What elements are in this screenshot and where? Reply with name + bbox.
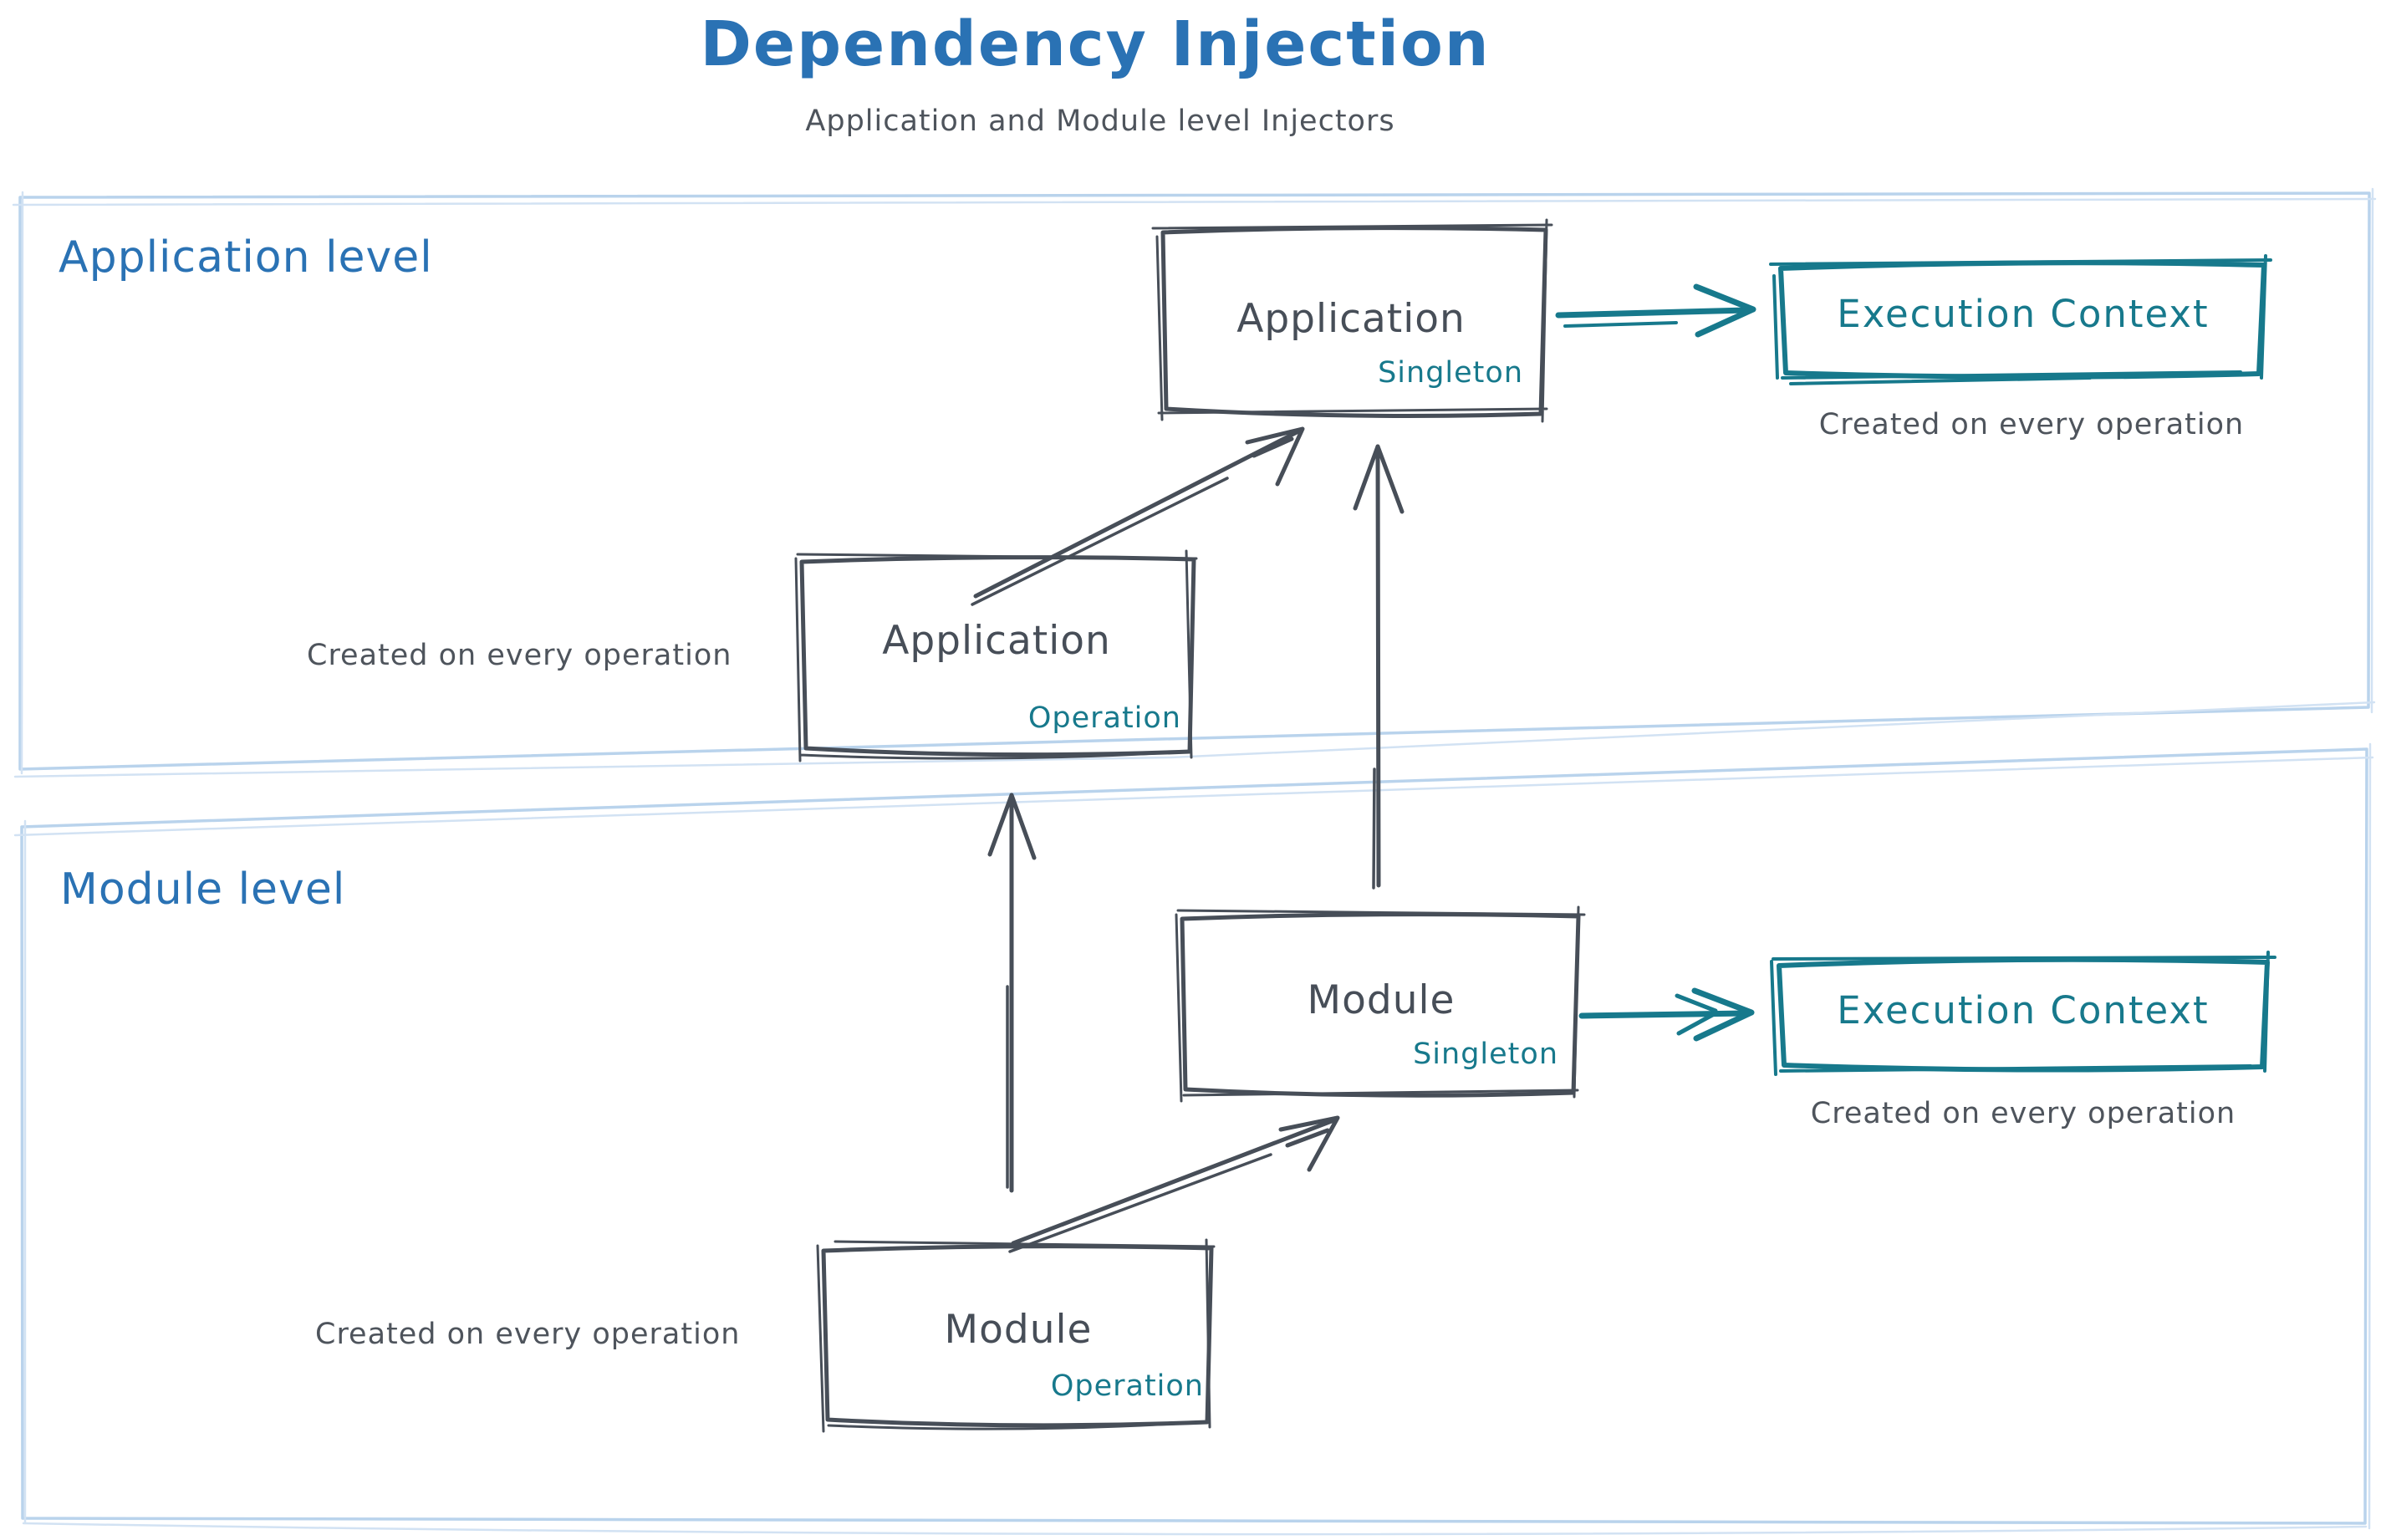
- execution-context-app-box: [1769, 254, 2272, 385]
- arrow-app-operation-to-app-singleton: [971, 426, 1305, 606]
- application-operation-box: [794, 549, 1198, 762]
- module-operation-caption: Created on every operation: [315, 1318, 741, 1351]
- module-level-container: [13, 742, 2374, 1536]
- execution-context-module-box: [1770, 951, 2276, 1076]
- application-operation-title: Application: [882, 618, 1111, 664]
- page-title: Dependency Injection: [700, 8, 1491, 80]
- application-singleton-badge: Singleton: [1378, 356, 1523, 390]
- arrow-module-singleton-to-app-singleton: [1353, 444, 1405, 890]
- application-singleton-title: Application: [1236, 296, 1466, 342]
- execution-context-module-caption: Created on every operation: [1810, 1097, 2236, 1130]
- module-operation-badge: Operation: [1050, 1369, 1204, 1403]
- arrow-module-operation-to-app-operation: [987, 793, 1037, 1193]
- arrow-module-operation-to-module-singleton: [1008, 1115, 1340, 1253]
- application-singleton-box: [1151, 218, 1553, 423]
- arrow-module-singleton-to-execution-context: [1578, 987, 1755, 1042]
- execution-context-module-title: Execution Context: [1837, 988, 2210, 1033]
- module-singleton-badge: Singleton: [1413, 1038, 1558, 1071]
- module-level-label: Module level: [60, 864, 346, 915]
- application-operation-caption: Created on every operation: [307, 639, 732, 672]
- application-level-label: Application level: [59, 232, 433, 283]
- arrow-app-singleton-to-execution-context: [1555, 283, 1756, 338]
- module-operation-box: [816, 1238, 1216, 1433]
- execution-context-app-title: Execution Context: [1837, 292, 2210, 336]
- module-singleton-title: Module: [1307, 977, 1456, 1023]
- module-operation-title: Module: [944, 1307, 1093, 1353]
- application-operation-badge: Operation: [1027, 701, 1181, 735]
- execution-context-app-caption: Created on every operation: [1818, 408, 2245, 441]
- page-subtitle: Application and Module level Injectors: [805, 105, 1395, 138]
- application-level-container: [12, 187, 2377, 778]
- module-singleton-box: [1175, 905, 1586, 1103]
